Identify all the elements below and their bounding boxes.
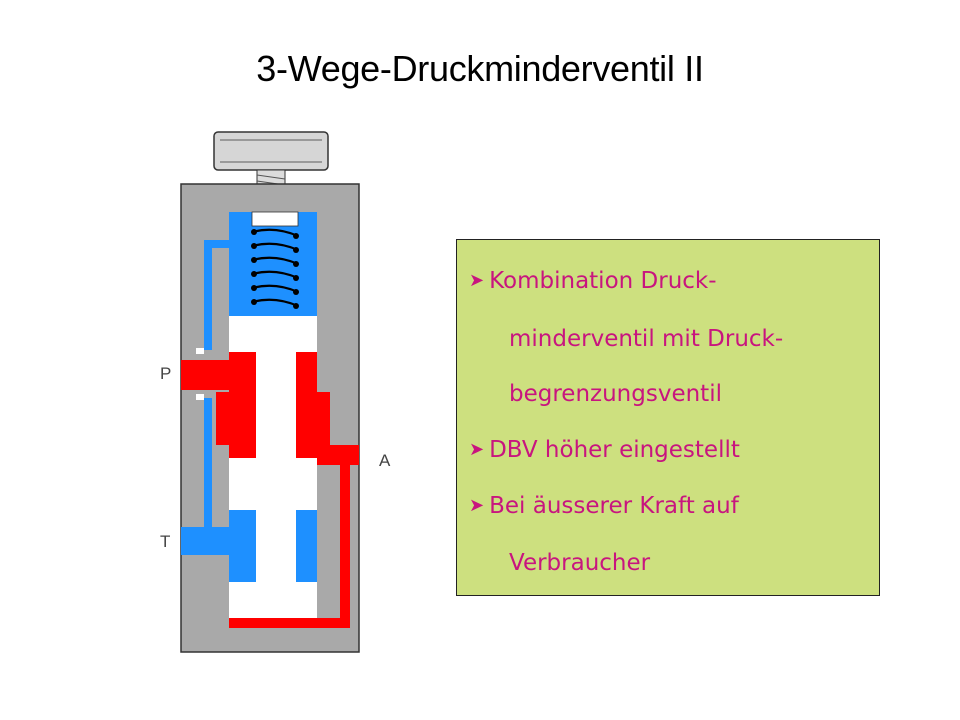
bullet-text: DBV höher eingestellt — [489, 437, 740, 463]
right-arrowhead-icon: ➤ — [469, 270, 485, 291]
bullet-item: ➤DBV höher eingestellt — [469, 437, 879, 463]
bullet-text: Verbraucher — [509, 550, 651, 576]
right-arrowhead-icon: ➤ — [469, 495, 485, 516]
port-label-p: P — [160, 364, 172, 383]
bullet-item: ➤Kombination Druck- — [469, 268, 879, 294]
tank-drain-line — [204, 240, 229, 350]
bullet-text: begrenzungsventil — [509, 381, 722, 407]
info-box: ➤Kombination Druck- minderventil mit Dru… — [456, 239, 880, 596]
right-arrowhead-icon: ➤ — [469, 439, 485, 460]
spring — [251, 228, 299, 308]
port-label-t: T — [160, 532, 171, 551]
outlet-line — [229, 445, 359, 628]
spool-middle-land — [229, 458, 317, 510]
bullet-text: Bei äusserer Kraft auf — [489, 493, 739, 519]
port-label-a: A — [379, 451, 391, 470]
spool-lower-land — [229, 582, 317, 618]
tank-port — [181, 527, 231, 555]
bullet-text: Kombination Druck- — [489, 268, 717, 294]
pressure-port — [181, 360, 231, 390]
bullet-item: ➤Bei äusserer Kraft auf — [469, 493, 879, 519]
pressure-reducing-valve-diagram — [180, 131, 360, 653]
adjusting-knob — [213, 131, 329, 171]
slide-title: 3-Wege-Druckminderventil II — [256, 48, 704, 89]
spool-upper-land — [229, 316, 317, 352]
spool-stem — [256, 352, 296, 468]
bullet-text: minderventil mit Druck- — [509, 326, 784, 352]
